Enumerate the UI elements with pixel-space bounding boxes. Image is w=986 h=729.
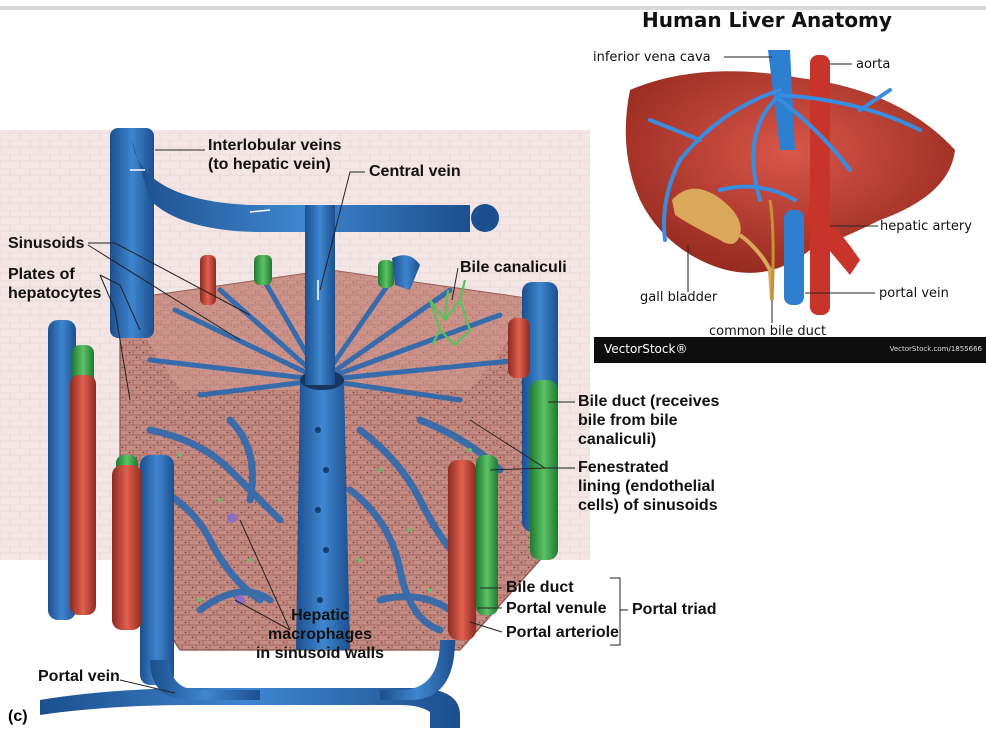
watermark-bar: VectorStock® VectorStock.com/1855666	[594, 337, 986, 363]
label-portal-triad: Portal triad	[632, 600, 716, 619]
watermark-url: VectorStock.com/1855666	[890, 345, 982, 353]
label-plates-of-hepatocytes: Plates of hepatocytes	[8, 265, 101, 303]
liver-inset	[626, 50, 955, 323]
watermark-logo: VectorStock®	[604, 342, 687, 356]
label-central-vein: Central vein	[369, 162, 461, 181]
label-portal-arteriole: Portal arteriole	[506, 623, 619, 642]
label-gall-bladder: gall bladder	[640, 290, 717, 305]
label-bile-canaliculi: Bile canaliculi	[460, 258, 567, 277]
label-fenestrated-lining: Fenestrated lining (endothelial cells) o…	[578, 458, 718, 515]
label-hepatic-macrophages: Hepatic macrophages in sinusoid walls	[250, 606, 390, 663]
label-hepatic-artery: hepatic artery	[880, 219, 972, 234]
label-inferior-vena-cava: inferior vena cava	[593, 50, 711, 65]
label-portal-vein: Portal vein	[38, 667, 120, 686]
inset-title: Human Liver Anatomy	[642, 8, 892, 32]
label-inset-portal-vein: portal vein	[879, 286, 949, 301]
label-bile-duct: Bile duct	[506, 578, 574, 597]
panel-letter: (c)	[8, 708, 28, 726]
label-sinusoids: Sinusoids	[8, 234, 84, 253]
label-bile-duct-receives: Bile duct (receives bile from bile canal…	[578, 392, 719, 449]
label-aorta: aorta	[856, 57, 890, 72]
label-interlobular-veins: Interlobular veins (to hepatic vein)	[208, 136, 341, 174]
label-portal-venule: Portal venule	[506, 599, 606, 618]
